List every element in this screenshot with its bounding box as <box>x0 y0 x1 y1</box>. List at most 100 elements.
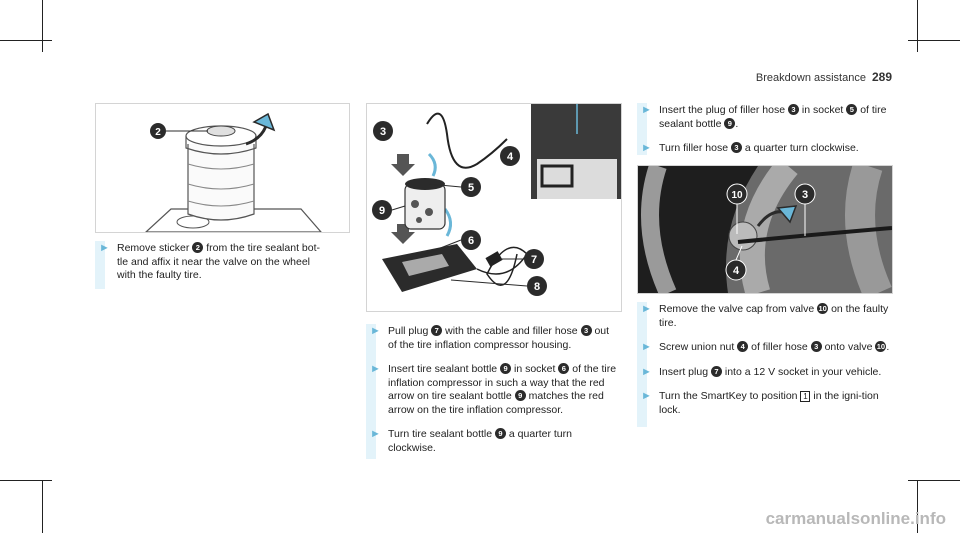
callout-label: 7 <box>531 254 537 266</box>
callout-label: 4 <box>733 265 740 277</box>
arrow-bullet-icon: ► <box>370 428 381 440</box>
step-text: . <box>886 341 890 353</box>
callout-label: 3 <box>380 126 386 138</box>
step-text: out of the tire inflation compressor hou… <box>388 325 610 351</box>
step-turn-hose: ► Turn filler hose 3 a quarter turn cloc… <box>637 142 893 156</box>
callout-marker <box>500 146 520 166</box>
highlight-bar <box>637 103 647 155</box>
callout-ref: 2 <box>192 242 204 253</box>
callout-label: 8 <box>534 281 540 293</box>
key-position-icon: 1 <box>800 391 811 402</box>
step-text: Remove sticker <box>117 242 193 254</box>
callout-label: 4 <box>507 151 514 163</box>
step-text: Screw union nut <box>659 341 738 353</box>
callout-label: 9 <box>379 205 385 217</box>
column2-instructions: ► Pull plug 7 with the cable and filler … <box>366 325 620 466</box>
callout-ref: 3 <box>810 341 822 352</box>
arrow-bullet-icon: ► <box>641 390 652 402</box>
callout-ref: 10 <box>875 341 887 352</box>
callout-label: 10 <box>731 190 743 201</box>
step-text: Pull plug <box>388 325 432 337</box>
step-insert-hose-plug: ► Insert the plug of filler hose 3 in so… <box>637 104 893 131</box>
callout-marker <box>150 123 166 139</box>
step-screw-union-nut: ► Screw union nut 4 of filler hose 3 ont… <box>637 341 893 355</box>
highlight-bar <box>95 241 105 289</box>
callout-label: 5 <box>468 182 474 194</box>
column3-top-instructions: ► Insert the plug of filler hose 3 in so… <box>637 104 893 167</box>
arrow-bullet-icon: ► <box>641 365 652 378</box>
arrow-bullet-icon: ► <box>99 242 110 254</box>
callout-marker <box>461 230 481 250</box>
step-text: a quarter turn clockwise. <box>741 142 859 154</box>
page-number: 289 <box>871 70 892 84</box>
crop-mark <box>0 40 52 41</box>
callout-label: 3 <box>802 189 808 201</box>
step-turn-smartkey: ► Turn the SmartKey to position 1 in the… <box>637 390 893 417</box>
crop-mark <box>917 481 918 533</box>
step-text: in the igni-tion lock. <box>659 390 879 416</box>
step-text: Turn the SmartKey to position <box>659 390 801 402</box>
figure-sticker: 2 <box>95 103 350 233</box>
arrow-bullet-icon: ► <box>641 341 652 353</box>
step-text: of the tire inflation compressor in such… <box>388 363 617 402</box>
step-text: Insert tire sealant bottle <box>388 363 501 375</box>
step-text: in socket <box>799 104 847 116</box>
crop-mark <box>908 480 960 481</box>
sticker-illustration: 2 <box>145 112 322 232</box>
step-text: Turn tire sealant bottle <box>388 428 495 440</box>
callout-ref: 7 <box>710 365 722 377</box>
callout-ref: 9 <box>514 390 526 401</box>
crop-mark <box>42 0 43 52</box>
page-header: Breakdown assistance 289 <box>756 70 892 84</box>
arrow-bullet-icon: ► <box>370 363 381 375</box>
step-text: of filler hose <box>748 341 811 353</box>
section-title: Breakdown assistance <box>755 72 866 84</box>
callout-ref: 5 <box>846 104 858 115</box>
step-text: a quarter turn clockwise. <box>388 428 572 454</box>
step-text: matches the red arrow on the tire inflat… <box>388 390 604 416</box>
step-insert-bottle: ► Insert tire sealant bottle 9 in socket… <box>366 363 620 417</box>
crop-mark <box>0 480 52 481</box>
step-remove-sticker: ► Remove sticker 2 from the tire sealant… <box>95 242 350 283</box>
step-text: onto valve <box>821 341 876 353</box>
step-pull-plug: ► Pull plug 7 with the cable and filler … <box>366 325 620 352</box>
step-text: in socket <box>511 363 559 375</box>
watermark: carmanualsonline.info <box>765 509 946 528</box>
step-remove-valve-cap: ► Remove the valve cap from valve 10 on … <box>637 303 893 330</box>
callout-ref: 9 <box>500 363 512 374</box>
crop-mark <box>908 40 960 41</box>
step-text: from the tire sealant bot- tle and affix… <box>117 242 321 281</box>
column3-bottom-instructions: ► Remove the valve cap from valve 10 on … <box>637 303 893 428</box>
crop-mark <box>42 481 43 533</box>
arrow-bullet-icon: ► <box>641 104 652 116</box>
compressor-illustration: 3 4 5 6 7 8 9 <box>372 104 621 296</box>
callout-label: 2 <box>155 127 161 138</box>
column1-instructions: ► Remove sticker 2 from the tire sealant… <box>95 242 350 294</box>
crop-mark <box>917 0 918 52</box>
step-text: of tire sealant bottle <box>659 104 887 130</box>
wheel-illustration: 10 3 4 <box>638 166 892 293</box>
figure-compressor: 3 4 5 6 7 8 9 <box>366 103 622 312</box>
callout-ref: 9 <box>495 428 506 439</box>
step-text: Insert the plug of filler hose <box>659 104 788 116</box>
callout-marker <box>524 249 544 269</box>
callout-marker <box>527 276 547 296</box>
step-text: Remove the valve cap from valve <box>659 303 818 315</box>
step-text: Insert plug <box>659 365 711 378</box>
step-insert-12v-plug: ► Insert plug 7 into a 12 V socket in yo… <box>637 365 893 380</box>
arrow-bullet-icon: ► <box>641 303 652 315</box>
step-turn-bottle: ► Turn tire sealant bottle 9 a quarter t… <box>366 428 620 455</box>
callout-ref: 4 <box>737 341 749 352</box>
callout-marker <box>372 200 392 220</box>
callout-label: 6 <box>468 235 474 247</box>
callout-ref: 7 <box>431 325 443 336</box>
callout-ref: 3 <box>788 104 799 115</box>
step-text: into a 12 V socket in your vehicle. <box>721 365 882 378</box>
step-text: with the cable and filler hose <box>442 325 581 337</box>
step-text: Turn filler hose <box>659 142 731 154</box>
arrow-bullet-icon: ► <box>641 142 652 154</box>
step-text: on the faulty tire. <box>659 303 889 329</box>
highlight-bar <box>366 324 376 459</box>
arrow-bullet-icon: ► <box>370 325 381 337</box>
callout-marker <box>373 121 393 141</box>
